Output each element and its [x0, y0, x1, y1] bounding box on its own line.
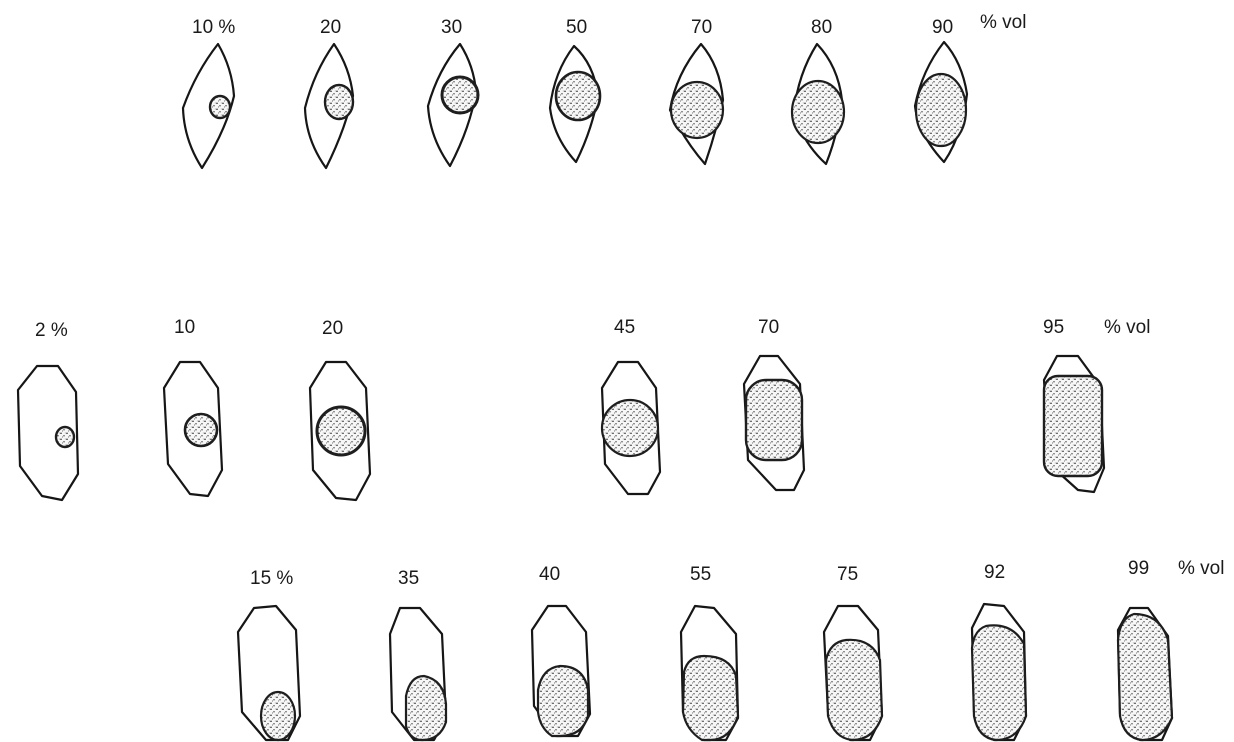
unit-label: % vol	[980, 12, 1026, 33]
crystal	[824, 606, 882, 740]
crystal-label: 70	[758, 317, 779, 338]
inclusion	[317, 407, 365, 455]
crystal	[390, 608, 446, 740]
crystal	[1118, 608, 1172, 740]
crystal	[915, 42, 967, 162]
inclusion	[442, 77, 478, 113]
crystal-label: 50	[566, 17, 587, 38]
unit-label: % vol	[1104, 317, 1150, 338]
inclusion	[210, 96, 230, 118]
crystal-label: 80	[811, 17, 832, 38]
inclusion	[556, 72, 600, 120]
crystal	[532, 606, 590, 736]
inclusion	[746, 380, 802, 460]
crystal	[164, 362, 222, 496]
crystal-label: 70	[691, 17, 712, 38]
crystal-label: 10 %	[192, 17, 235, 38]
crystal-label: 2 %	[35, 320, 68, 341]
crystal	[238, 606, 300, 740]
crystal-label: 40	[539, 564, 560, 585]
crystal-label: 75	[837, 564, 858, 585]
crystal	[183, 44, 234, 168]
inclusion	[406, 676, 446, 740]
inclusion	[683, 656, 738, 740]
crystal	[670, 44, 723, 164]
crystal	[602, 362, 660, 494]
inclusion	[1118, 614, 1172, 740]
crystal	[744, 356, 804, 490]
inclusion	[671, 82, 723, 138]
inclusion	[972, 625, 1026, 740]
crystal	[681, 606, 738, 740]
row-2: 2 % 10 20 45 70 95 % vol	[18, 317, 1150, 500]
inclusion	[325, 85, 353, 119]
unit-label: % vol	[1178, 558, 1224, 579]
crystal-label: 15 %	[250, 568, 293, 589]
inclusion	[792, 81, 844, 143]
inclusion	[1044, 376, 1102, 476]
row-1: 10 % 20 30 50 70 80 90 % vol	[183, 12, 1026, 168]
inclusion	[56, 427, 74, 447]
crystal-label: 55	[690, 564, 711, 585]
crystal-label: 95	[1043, 317, 1064, 338]
crystal	[792, 44, 844, 164]
crystal-label: 99	[1128, 558, 1149, 579]
crystal	[305, 44, 353, 168]
inclusion	[261, 692, 295, 740]
crystal	[1044, 356, 1104, 492]
crystal	[972, 604, 1026, 740]
crystal	[310, 362, 370, 500]
crystal	[428, 44, 478, 166]
crystal-label: 20	[322, 318, 343, 339]
inclusion	[602, 400, 658, 456]
row-3: 15 % 35 40 55 75 92 99 % vol	[238, 558, 1224, 740]
crystal-label: 35	[398, 568, 419, 589]
crystal	[18, 366, 78, 500]
inclusion	[826, 640, 882, 740]
crystal-label: 30	[441, 17, 462, 38]
crystal-label: 92	[984, 562, 1005, 583]
crystal-label: 90	[932, 17, 953, 38]
inclusion	[185, 414, 217, 446]
crystal-label: 45	[614, 317, 635, 338]
crystal	[550, 46, 600, 162]
inclusion	[916, 74, 966, 146]
inclusion	[538, 666, 588, 736]
crystal-label: 20	[320, 17, 341, 38]
crystal-label: 10	[174, 317, 195, 338]
